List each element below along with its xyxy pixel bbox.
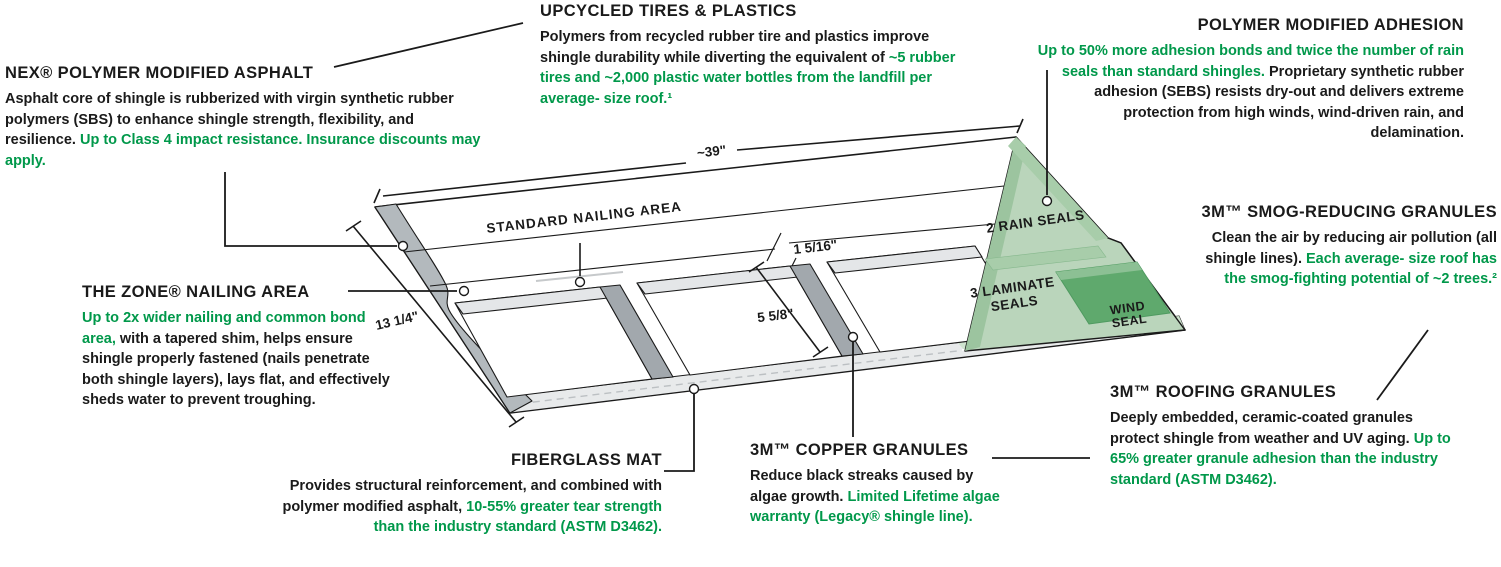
nex-body: Asphalt core of shingle is rubberized wi… xyxy=(5,90,481,169)
nailing-area-point xyxy=(574,276,586,288)
callout-roofing: 3M™ ROOFING GRANULES Deeply embedded, ce… xyxy=(1110,383,1455,490)
wind-seal-lip xyxy=(1056,262,1142,280)
smog-body: Clean the air by reducing air pollution … xyxy=(1205,229,1497,288)
laminate-seals-label-line2: SEALS xyxy=(990,293,1039,314)
roofing-heading: 3M™ ROOFING GRANULES xyxy=(1110,383,1337,401)
copper-heading: 3M™ COPPER GRANULES xyxy=(750,441,969,459)
zone-body: Up to 2x wider nailing and common bond a… xyxy=(82,309,390,409)
sealant-left-band xyxy=(965,137,1026,351)
fiberglass-point xyxy=(688,383,700,395)
sealant-topright-band xyxy=(1008,137,1108,241)
fiberglass-heading: FIBERGLASS MAT xyxy=(510,451,662,469)
leader-points xyxy=(397,195,1053,395)
smog-heading: 3M™ SMOG-REDUCING GRANULES xyxy=(1201,203,1497,221)
callout-copper: 3M™ COPPER GRANULES Reduce black streaks… xyxy=(750,441,1012,528)
headlap-line-upper xyxy=(403,185,1005,253)
exposure-dimension xyxy=(748,261,829,358)
callout-zone: THE ZONE® NAILING AREA Up to 2x wider na… xyxy=(82,283,392,411)
adhesion-body: Up to 50% more adhesion bonds and twice … xyxy=(1037,42,1464,142)
sealant-zone: 2 RAIN SEALS 3 LAMINATE SEALS WIND SEAL xyxy=(964,136,1186,352)
pad-3-top-lip xyxy=(826,245,983,274)
nex-heading: NEX® POLYMER MODIFIED ASPHALT xyxy=(5,64,314,82)
adhesion-point xyxy=(1041,195,1053,207)
callout-nex: NEX® POLYMER MODIFIED ASPHALT Asphalt co… xyxy=(5,64,487,171)
bottom-strip-dashed-line xyxy=(508,350,958,406)
callout-smog: 3M™ SMOG-REDUCING GRANULES Clean the air… xyxy=(1195,203,1498,290)
zone-point xyxy=(458,285,470,297)
callout-upcycled: UPCYCLED TIRES & PLASTICS Polymers from … xyxy=(540,2,968,109)
smog-leader xyxy=(1376,329,1429,401)
upcycled-leader xyxy=(333,22,524,68)
nex-point xyxy=(397,240,409,252)
pad-2-right-side xyxy=(789,263,864,357)
wind-seal-label-line2: SEAL xyxy=(1111,312,1148,331)
wind-seal-label-line1: WIND xyxy=(1109,299,1146,318)
headlap-line-lower-left xyxy=(429,248,776,287)
copper-point xyxy=(847,331,859,343)
adhesion-heading: POLYMER MODIFIED ADHESION xyxy=(1197,16,1464,34)
upcycled-heading: UPCYCLED TIRES & PLASTICS xyxy=(540,2,797,20)
pad-1-right-side xyxy=(599,284,674,380)
width-dimension-label: ~39" xyxy=(696,142,727,160)
zone-heading: THE ZONE® NAILING AREA xyxy=(82,283,310,301)
fiberglass-body: Provides structural reinforcement, and c… xyxy=(282,477,662,536)
exposure-dimension-label: 5 5/8" xyxy=(756,306,794,325)
callout-adhesion: POLYMER MODIFIED ADHESION Up to 50% more… xyxy=(1032,16,1464,144)
sealant-inner-band xyxy=(984,245,1107,271)
offset-dimension-label: 1 5/16" xyxy=(793,237,838,257)
upcycled-body: Polymers from recycled rubber tire and p… xyxy=(540,28,956,107)
nailing-line-mark xyxy=(535,271,624,282)
roofing-body: Deeply embedded, ceramic-coated granules… xyxy=(1110,409,1451,488)
height-dimension xyxy=(345,220,525,428)
copper-body: Reduce black streaks caused by algae gro… xyxy=(750,467,1000,526)
nex-leader xyxy=(224,172,397,247)
offset-dim-tick-1 xyxy=(766,232,782,262)
fiberglass-leader xyxy=(664,394,695,472)
headlap-line-lower-right xyxy=(788,223,996,244)
callout-fiberglass: FIBERGLASS MAT Provides structural reinf… xyxy=(262,451,662,538)
width-dimension xyxy=(373,118,1024,204)
callout-leaders xyxy=(224,22,1429,472)
